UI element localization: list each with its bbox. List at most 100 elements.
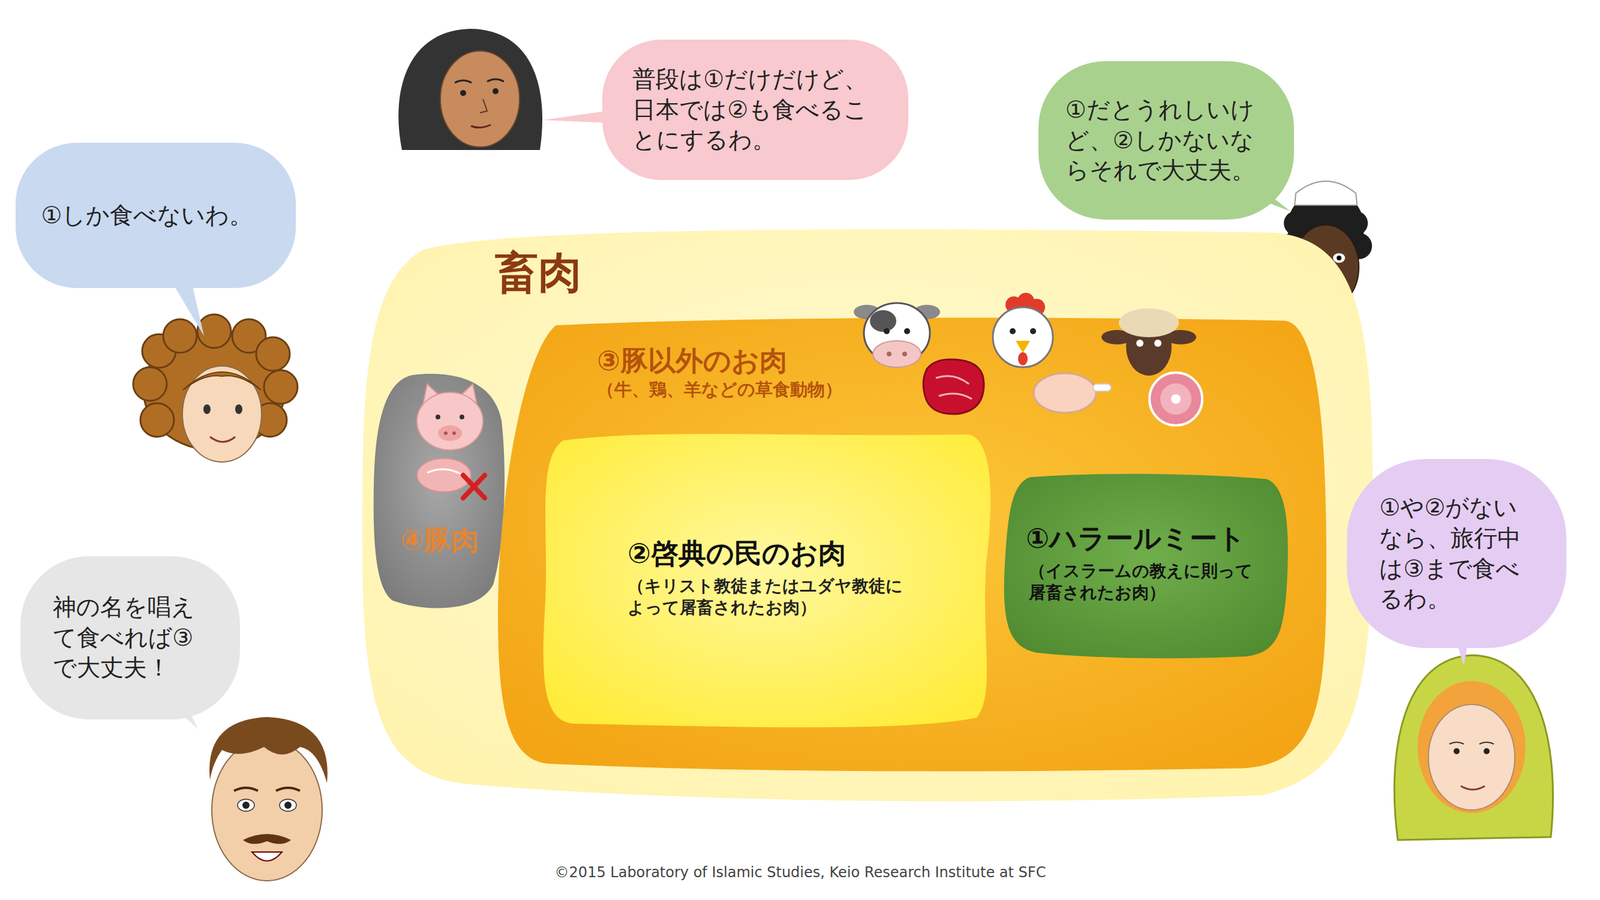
- drawing-part: [253, 403, 287, 437]
- drawing-part: [1310, 281, 1341, 290]
- non-pork-meat-region: ③豚以外のお肉（牛、鶏、羊などの草食動物） ②啓典の民のお肉（キリスト教徒またはユ…: [497, 316, 1327, 773]
- drawing-part: [440, 50, 520, 147]
- drawing-part: [470, 124, 491, 128]
- drawing-part: [1460, 785, 1485, 790]
- drawing-part: [1160, 383, 1192, 415]
- drawing-part: [232, 319, 266, 353]
- drawing-part: [923, 359, 984, 414]
- drawing-part: [263, 370, 298, 404]
- halal-meat-region: ①ハラールミート（イスラームの教えに則って 屠畜されたお肉）: [1001, 471, 1290, 659]
- chicken-icon: [992, 292, 1053, 368]
- drawing-part: [398, 28, 543, 150]
- ham-icon: [1149, 372, 1203, 426]
- speech-bubble: ①や②がない なら、旅行中 は③まで食べ るわ。: [1346, 458, 1567, 648]
- drawing-part: [416, 458, 471, 492]
- drawing-part: [869, 310, 897, 332]
- drawing-part: [1093, 383, 1112, 392]
- drawing-part: [143, 329, 285, 450]
- speech-bubble: 普段は①だけだけど、 日本では②も食べるこ とにするわ。: [602, 39, 909, 180]
- speech-bubble: ①だとうれしいけ ど、②しかないな らそれで大丈夫。: [1038, 61, 1295, 220]
- drawing-part: [452, 431, 456, 435]
- region-outline: [373, 373, 505, 608]
- region-outline: [362, 229, 1373, 801]
- drawing-part: [197, 314, 231, 348]
- bubble-text: 神の名を唱え て食べれば③ で大丈夫！: [52, 592, 207, 684]
- drawing-part: [1453, 748, 1460, 755]
- bubble-text: ①や②がない なら、旅行中 は③まで食べ るわ。: [1379, 492, 1534, 615]
- woman-curly-hair: [133, 314, 298, 462]
- region-title: ③豚以外のお肉: [596, 343, 788, 380]
- drawing-part: [1310, 255, 1316, 261]
- prohibited-cross: [463, 475, 485, 498]
- drawing-part: [1171, 394, 1181, 404]
- region-title: ④豚肉: [400, 522, 480, 559]
- bubble-text: ①しか食べないわ。: [40, 200, 270, 231]
- bubble-text: ①だとうれしいけ ど、②しかないな らそれで大丈夫。: [1065, 94, 1267, 186]
- livestock-meat-region: 畜肉 ④豚肉: [362, 226, 1373, 801]
- drawing-part: [203, 404, 211, 414]
- drawing-part: [237, 799, 255, 812]
- drawing-part: [427, 469, 461, 474]
- copyright-note: ©2015 Laboratory of Islamic Studies, Kei…: [554, 863, 1047, 881]
- drawing-part: [1287, 189, 1365, 264]
- drawing-part: [1018, 352, 1028, 366]
- woman-green-hijab: [1394, 655, 1553, 840]
- region-note: （キリスト教徒またはユダヤ教徒に よって屠畜されたお肉）: [627, 575, 907, 620]
- drawing-part: [1101, 329, 1133, 345]
- bubble-text: 普段は①だけだけど、 日本では②も食べるこ とにするわ。: [632, 64, 879, 156]
- drawing-part: [454, 79, 504, 83]
- region-title: ②啓典の民のお肉: [627, 535, 846, 572]
- drawing-part: [1343, 211, 1368, 236]
- drawing-part: [242, 833, 291, 845]
- drawing-part: [1015, 340, 1031, 353]
- region-note: （牛、鶏、羊などの草食動物）: [596, 378, 843, 402]
- drawing-part: [1118, 308, 1179, 338]
- drawing-part: [1009, 328, 1016, 335]
- drawing-part: [1333, 253, 1346, 263]
- drawing-part: [1154, 339, 1162, 347]
- drawing-part: [1283, 211, 1308, 236]
- drawing-part: [251, 851, 282, 861]
- region-shape: [372, 372, 507, 613]
- drawing-part: [883, 328, 890, 335]
- region-note: （イスラームの教えに則って 屠畜されたお肉）: [1028, 560, 1258, 605]
- drawing-part: [422, 383, 441, 405]
- drawing-part: [284, 801, 292, 809]
- people-of-book-meat-region: ②啓典の民のお肉（キリスト教徒またはユダヤ教徒に よって屠畜されたお肉）: [535, 428, 996, 730]
- drawing-part: [211, 739, 323, 881]
- region-outline: [1004, 473, 1289, 659]
- drawing-part: [1345, 232, 1373, 260]
- drawing-part: [992, 307, 1053, 368]
- pork-region: ④豚肉: [372, 372, 507, 613]
- man-mustache: [209, 716, 328, 881]
- speech-bubble: 神の名を唱え て食べれば③ で大丈夫！: [20, 556, 240, 720]
- drawing-part: [863, 302, 930, 363]
- drawing-part: [904, 328, 911, 335]
- sheep-icon: [1101, 308, 1197, 376]
- drawing-part: [1394, 655, 1553, 840]
- drawing-part: [182, 365, 262, 462]
- drawing-part: [1030, 328, 1037, 335]
- bubble-shape: [1346, 458, 1567, 648]
- man-white-cap: [1279, 181, 1373, 309]
- drawing-part: [242, 801, 250, 809]
- region-shape: [362, 226, 1373, 801]
- drawing-part: [443, 431, 448, 435]
- drawing-part: [133, 367, 167, 401]
- drawing-part: [913, 304, 941, 320]
- drawing-part: [459, 414, 465, 420]
- drawing-part: [902, 351, 908, 357]
- drawing-part: [279, 799, 297, 812]
- drawing-part: [1292, 224, 1359, 309]
- drawing-part: [935, 376, 972, 399]
- speech-bubble: ①しか食べないわ。: [15, 142, 296, 288]
- drawing-part: [1017, 292, 1035, 310]
- region-title: ①ハラールミート: [1025, 520, 1246, 557]
- drawing-part: [182, 371, 261, 390]
- drawing-part: [1294, 181, 1358, 206]
- drawing-part: [1417, 680, 1526, 813]
